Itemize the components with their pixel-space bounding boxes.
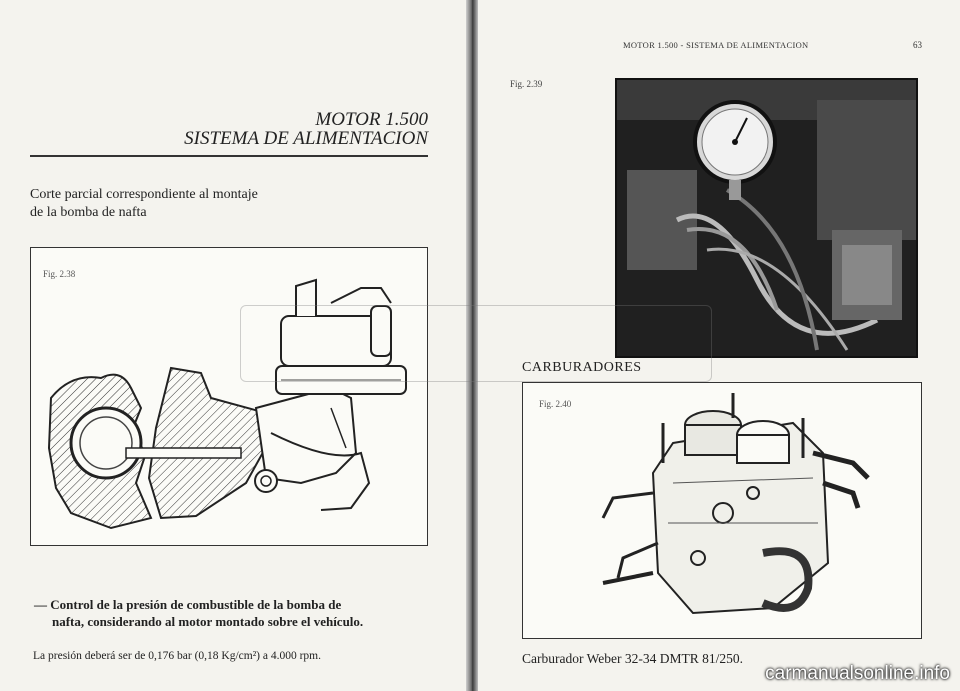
section-heading-carburetors: CARBURADORES xyxy=(522,360,642,375)
running-header: MOTOR 1.500 - SISTEMA DE ALIMENTACION xyxy=(623,40,809,50)
section-caption: Corte parcial correspondiente al montaje… xyxy=(30,186,258,222)
caption-line1: Corte parcial correspondiente al montaje xyxy=(30,187,258,202)
site-watermark: carmanualsonline.info xyxy=(765,663,950,684)
book-gutter xyxy=(466,0,478,691)
pressure-spec: La presión deberá ser de 0,176 bar (0,18… xyxy=(33,650,321,662)
page-number: 63 xyxy=(913,40,922,50)
instruction-line2: nafta, considerando al motor montado sob… xyxy=(52,614,364,629)
fuel-pump-drawing xyxy=(47,278,407,530)
caption-line2: de la bomba de nafta xyxy=(30,205,147,220)
fuel-pressure-instruction: — Control de la presión de combustible d… xyxy=(34,596,363,630)
engine-bay-photo xyxy=(617,80,916,356)
figure-carburetor: Fig. 2.40 xyxy=(522,382,922,639)
page-title-line1: MOTOR 1.500 xyxy=(315,109,428,130)
right-page: MOTOR 1.500 - SISTEMA DE ALIMENTACION 63… xyxy=(478,0,960,691)
left-page: MOTOR 1.500 SISTEMA DE ALIMENTACION Cort… xyxy=(0,0,466,691)
instruction-line1: — Control de la presión de combustible d… xyxy=(34,597,342,612)
pressure-gauge-photo xyxy=(615,78,918,358)
carburetor-caption: Carburador Weber 32-34 DMTR 81/250. xyxy=(522,651,743,666)
figure-label: Fig. 2.38 xyxy=(43,269,76,279)
background-stamp xyxy=(240,305,712,382)
carburetor-drawing xyxy=(601,393,870,615)
figure-fuel-pump-cutaway: Fig. 2.38 xyxy=(30,247,428,546)
figure-label-239: Fig. 2.39 xyxy=(510,79,543,89)
page-title-line2: SISTEMA DE ALIMENTACION xyxy=(184,128,428,149)
title-divider xyxy=(30,155,428,157)
figure-label-240: Fig. 2.40 xyxy=(539,399,572,409)
